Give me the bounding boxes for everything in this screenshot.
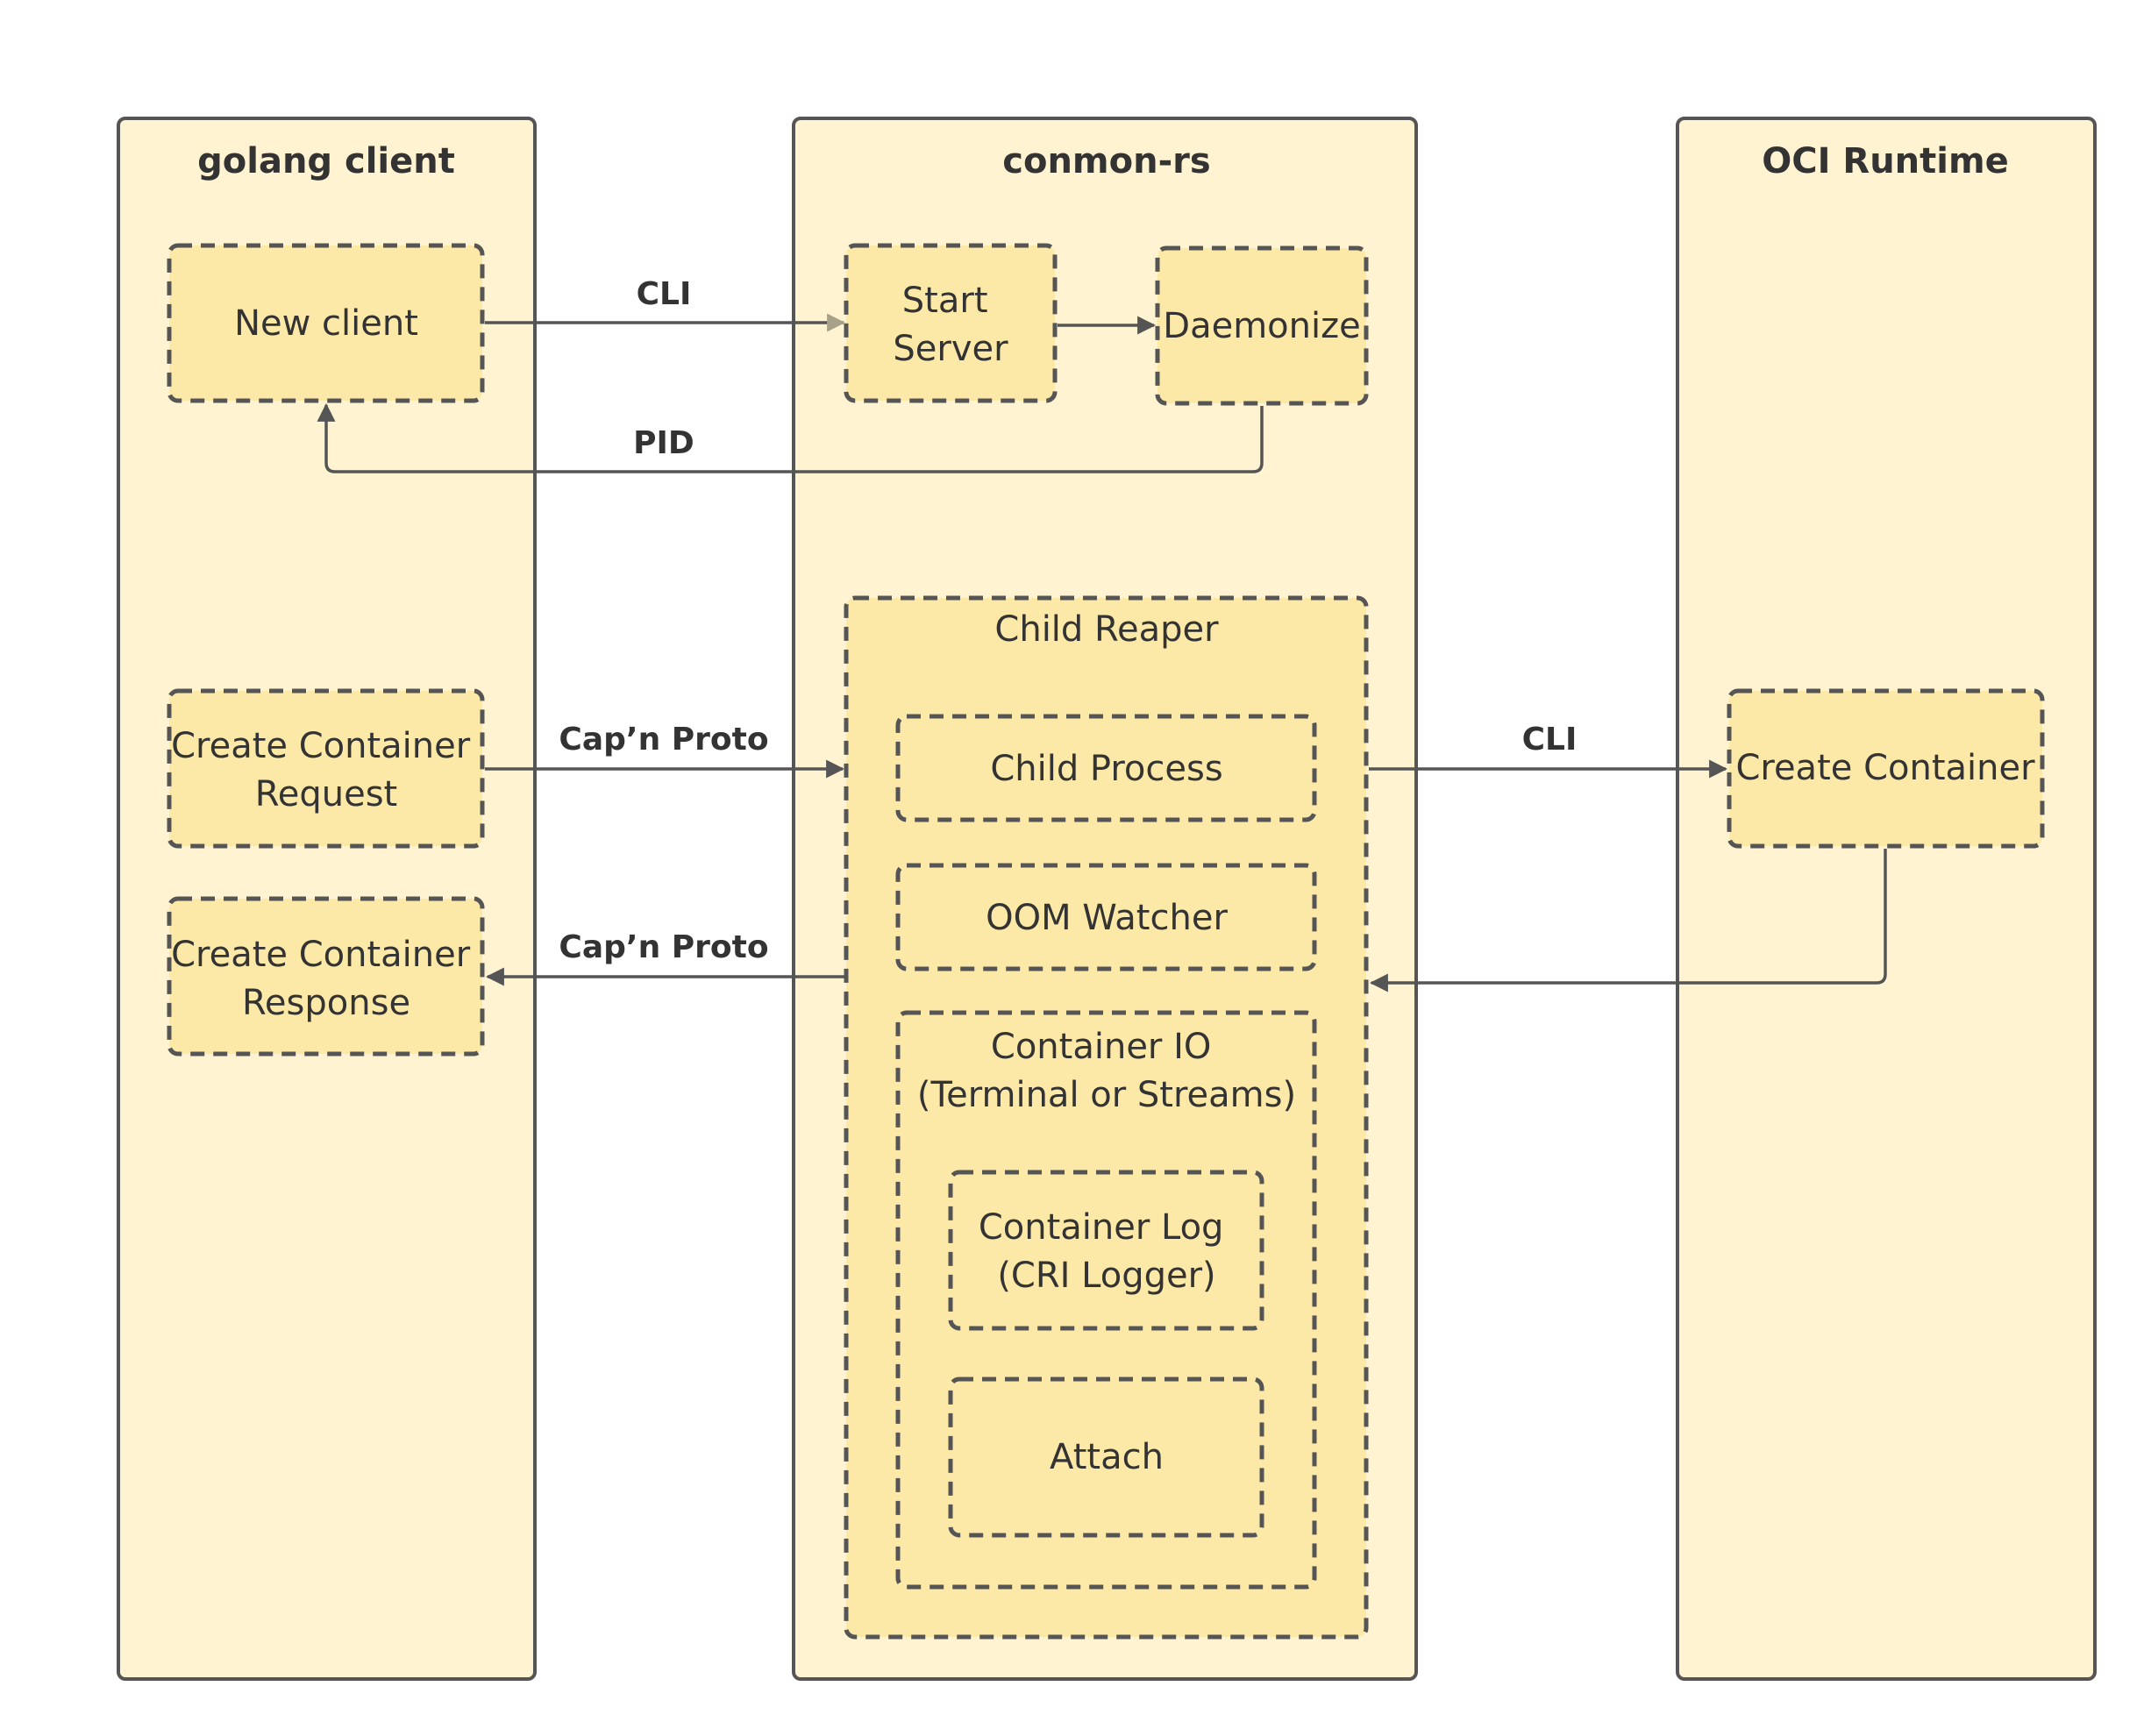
lane-title-golang-client: golang client	[197, 141, 455, 181]
oom-watcher-box	[895, 863, 1317, 971]
lane-title-oci-runtime: OCI Runtime	[1762, 141, 2009, 181]
container-io-label: Container IO (Terminal or Streams)	[917, 1027, 1296, 1115]
child-process-box	[895, 714, 1317, 822]
oom-watcher-label: OOM Watcher	[986, 898, 1228, 938]
attach-box	[948, 1377, 1264, 1538]
edge-label-pid: PID	[633, 425, 694, 461]
start-server-box	[844, 243, 1058, 403]
attach-label: Attach	[1050, 1437, 1164, 1477]
create-container-response-label: Create Container Response	[171, 935, 481, 1023]
new-client-label: New client	[234, 303, 418, 344]
edge-label-capnproto-request: Cap’n Proto	[559, 722, 768, 758]
child-reaper-label: Child Reaper	[994, 609, 1219, 650]
daemonize-box	[1155, 245, 1369, 406]
create-container-response-box	[167, 896, 485, 1057]
edge-label-cli-top: CLI	[637, 276, 692, 312]
arrow-pid-daemonize-to-new-client	[317, 402, 1264, 473]
container-log-box	[948, 1170, 1264, 1331]
start-server-label: Start Server	[893, 281, 1008, 369]
create-container-box	[1727, 688, 2045, 849]
arrow-create-container-to-child-reaper	[1369, 849, 1887, 993]
daemonize-label: Daemonize	[1163, 306, 1360, 346]
edge-label-capnproto-response: Cap’n Proto	[559, 929, 768, 965]
edge-label-cli-runtime: CLI	[1522, 722, 1578, 758]
container-log-label: Container Log (CRI Logger)	[979, 1207, 1235, 1296]
child-process-label: Child Process	[990, 749, 1222, 789]
create-container-label: Create Container	[1735, 748, 2035, 788]
lane-title-conmon-rs: conmon-rs	[1002, 141, 1210, 181]
new-client-box	[167, 243, 485, 403]
create-container-request-box	[167, 688, 485, 849]
create-container-request-label: Create Container Request	[171, 726, 481, 815]
